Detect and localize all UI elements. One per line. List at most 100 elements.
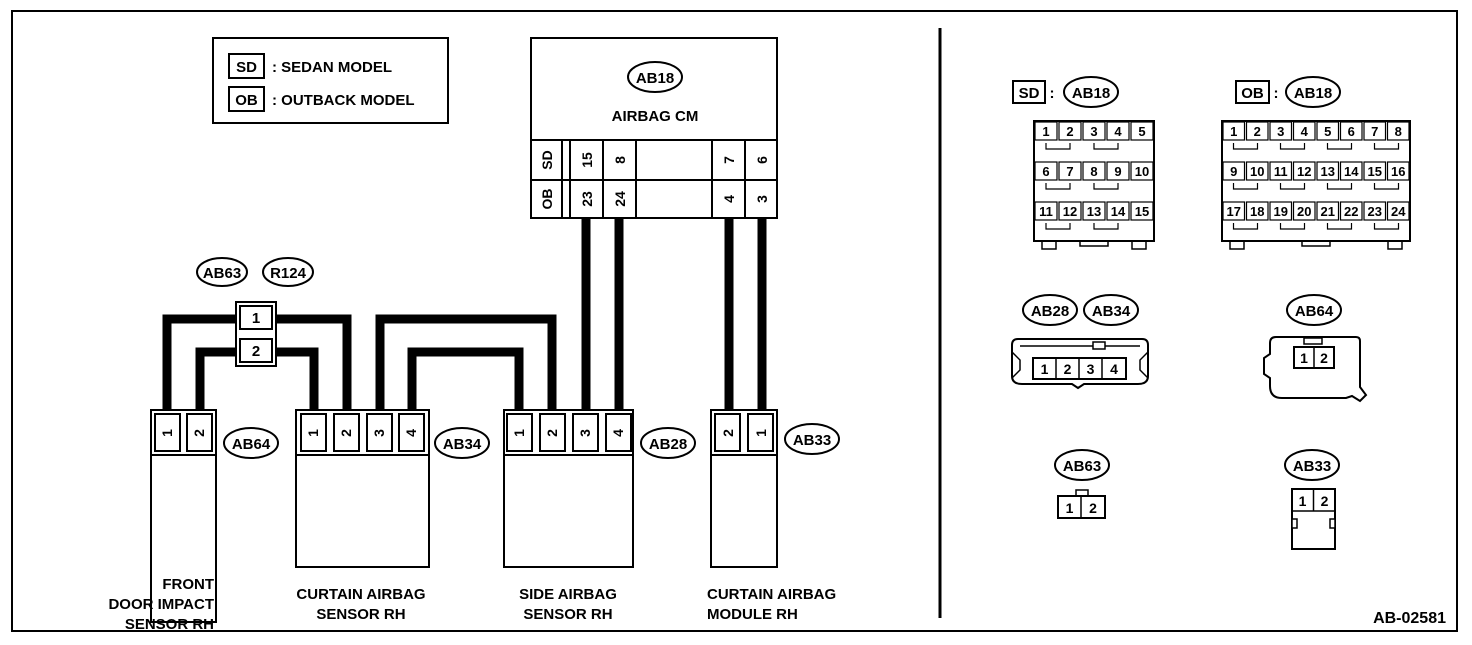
pin-cell [1130,121,1154,141]
ab28-pin-3: 3 [577,429,593,437]
view-tag-ab64-label: AB64 [1295,303,1334,320]
pin-number: 12 [1297,164,1311,179]
lock-tab [1093,183,1119,190]
wire-ab63-2-to-ab34-1 [276,347,319,413]
pin-cell [1339,121,1363,141]
wire-harness [162,218,767,413]
sd-badge [1012,80,1046,104]
wire-ab34-4-to-ab28-1 [407,347,524,413]
pin-grid-body [1221,120,1411,242]
ab34-pin-2: 2 [338,429,354,437]
inline-connector-ab63-r124: AB63 R124 1 2 [196,257,314,367]
pin-cell [1106,161,1130,181]
view-ab28-pin-2: 2 [1064,361,1072,377]
wire-ab34-3-to-ab28-2 [375,314,557,413]
ab28-pin-2: 2 [544,429,560,437]
lock-tab [1232,183,1259,190]
connector-foot [1229,241,1245,250]
sd-tag-ab18 [1063,76,1119,108]
connector-tag-ab33 [784,423,840,455]
view-ab63-pin-1: 1 [1066,500,1074,516]
view-ab33-pin-2: 2 [1321,493,1329,509]
pin-number: 1 [1230,124,1237,139]
airbag-cm-name: AIRBAG CM [612,108,699,125]
connector-tag-r124-label: R124 [270,265,307,282]
connector-tag-ab33-label: AB33 [793,432,831,449]
pin-grid-body [1033,120,1155,242]
pin-number: 15 [1135,204,1149,219]
view-ab33-pin-1: 1 [1299,493,1307,509]
cm-pin-ob-23: 23 [579,191,595,207]
wire-ab63-1-to-ab34-2 [276,314,352,413]
ab33-pin-2: 2 [720,429,736,437]
ob-badge [1235,80,1270,104]
pin-cell [1316,121,1340,141]
pin-cell [1130,161,1154,181]
inline-pin-1: 1 [252,310,260,327]
lock-tab [1373,223,1400,230]
pin-number: 13 [1087,204,1101,219]
pin-cell [1339,201,1363,221]
connector-tag-ab63 [196,257,248,287]
curtain-module-label-1: CURTAIN AIRBAG [707,586,836,603]
pin-number: 8 [1395,124,1402,139]
pin-cell [1082,201,1106,221]
pin-cell [1269,201,1293,221]
ob-colon: : [1274,85,1279,102]
pin-number: 11 [1039,204,1053,219]
curtain-module-label-2: MODULE RH [707,606,798,623]
pin-cell [1363,121,1387,141]
curtain-sensor-label-2: SENSOR RH [316,606,405,623]
pin-cell [1058,161,1082,181]
inline-pin-2: 2 [252,343,260,360]
ob-badge-code: OB [1241,85,1264,102]
ab34-pin-3: 3 [371,429,387,437]
pin-cell [1292,201,1316,221]
connector-tag-ab28 [640,427,696,459]
connector-foot [1301,241,1331,247]
cm-pin-sd-15: 15 [579,152,595,168]
airbag-cm: AB18 AIRBAG CM SD OB 15 8 7 6 23 24 4 3 [530,37,778,219]
pin-number: 9 [1230,164,1237,179]
wire-ab63-1-to-ab64-1 [162,314,236,413]
lock-tab [1326,223,1353,230]
side-airbag-sensor: 1 2 3 4 AB28 SIDE AIRBAG SENSOR RH [503,409,696,623]
view-ab28-pin-1: 1 [1041,361,1049,377]
ab33-pin-1: 1 [753,429,769,437]
connector-tag-ab18-label: AB18 [636,70,674,87]
pin-number: 5 [1138,124,1145,139]
pin-cell [1316,161,1340,181]
legend-ob-text: : OUTBACK MODEL [272,92,415,109]
side-sensor-label-1: SIDE AIRBAG [519,586,617,603]
ob-tag-ab18 [1285,76,1341,108]
view-ab28-pin-4: 4 [1110,361,1118,377]
sd-badge-code: SD [1019,85,1040,102]
pin-number: 13 [1321,164,1335,179]
legend-sd-code: SD [236,59,257,76]
lock-tab [1373,183,1400,190]
view-tag-ab28 [1022,294,1078,326]
pin-cell [1386,121,1410,141]
wire-ab63-2-to-ab64-2 [195,347,236,413]
lock-tab [1045,143,1071,150]
pin-cell [1034,121,1058,141]
pin-cell [1363,161,1387,181]
legend-ob-badge [228,86,265,112]
front-door-sensor-label-2: DOOR IMPACT [108,596,214,613]
pin-cell [1058,121,1082,141]
pin-number: 9 [1114,164,1121,179]
connector-tag-ab28-label: AB28 [649,436,687,453]
pin-cell [1386,161,1410,181]
cm-pin-sd-7: 7 [721,156,737,164]
pin-cell [1082,161,1106,181]
view-ab63-pin-2: 2 [1089,500,1097,516]
pin-number: 18 [1250,204,1264,219]
pin-cell [1269,121,1293,141]
connector-foot [1041,241,1057,250]
pin-number: 16 [1391,164,1405,179]
view-tag-ab33 [1284,449,1340,481]
